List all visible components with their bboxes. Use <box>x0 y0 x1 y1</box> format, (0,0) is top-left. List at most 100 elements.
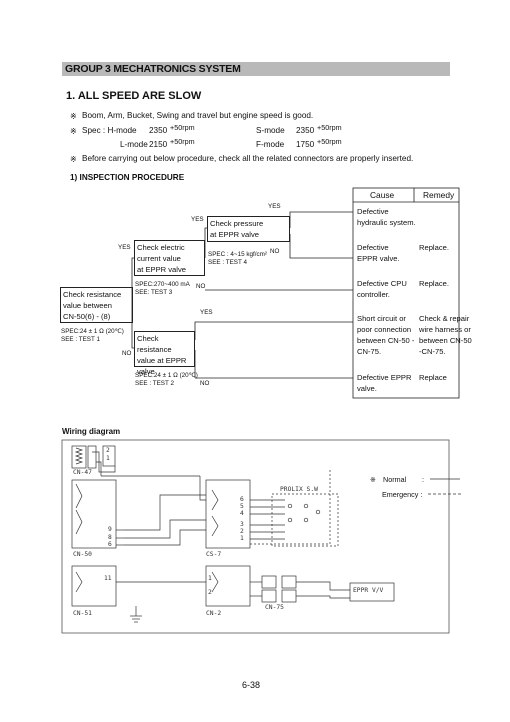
cn50-label: CN-50 <box>73 551 92 558</box>
procedure-title: 1) INSPECTION PROCEDURE <box>70 173 185 182</box>
cause-line: Short circuit or <box>357 314 406 323</box>
cause-line: CN-75. <box>357 347 382 356</box>
cn47-pin: 1 <box>106 455 110 462</box>
cs7-pin: 1 <box>240 535 244 542</box>
table-header-cause: Cause <box>370 190 395 200</box>
cause-line: valve. <box>357 384 377 393</box>
cs7-label: CS-7 <box>206 551 222 558</box>
spec-s-tol: +50rpm <box>317 123 342 132</box>
box-line: Check electric <box>137 243 185 252</box>
cs7-pin: 3 <box>240 521 244 528</box>
table-row-remedy: Check & repair wire harness or between C… <box>419 313 472 357</box>
legend-emergency: Emergency : <box>382 490 423 499</box>
box-line: Check pressure <box>210 219 264 228</box>
cn51-pin: 11 <box>104 575 112 582</box>
prolix-switch-label: PROLIX S.W <box>280 486 318 493</box>
spec-h-label: Spec : H-mode <box>82 126 137 135</box>
spec-h-tol: +50rpm <box>170 123 195 132</box>
cn2-pin: 1 <box>208 575 212 582</box>
note-line-3: Before carrying out below procedure, che… <box>82 154 414 163</box>
box-line: current value <box>137 254 181 263</box>
box-line: value between <box>63 301 112 310</box>
remedy-line: -CN-75. <box>419 347 446 356</box>
box-line: at EPPR valve <box>210 230 259 239</box>
remedy-line: wire harness or <box>419 325 471 334</box>
cause-line: Defective <box>357 243 389 252</box>
box-line: valve <box>137 367 155 376</box>
cs7-pin: 6 <box>240 496 244 503</box>
note-mark-2: ※ <box>70 127 77 136</box>
cn2-pin: 2 <box>208 589 212 596</box>
table-row-cause: Short circuit or poor connection between… <box>357 313 414 357</box>
table-row-remedy: Replace. <box>419 279 449 288</box>
cause-line: poor connection <box>357 325 412 334</box>
spec-line: SPEC : 4~15 kgf/cm² <box>208 251 267 258</box>
box-line: value at EPPR <box>137 356 187 365</box>
remedy-line: Check & repair <box>419 314 470 323</box>
cn50-pin: 8 <box>108 534 112 541</box>
cause-line: Defective EPPR <box>357 373 412 382</box>
spec-line: SEE : TEST 1 <box>61 336 100 343</box>
group-title: GROUP 3 MECHATRONICS SYSTEM <box>65 63 241 75</box>
spec-pressure: SPEC : 4~15 kgf/cm² SEE : TEST 4 <box>208 251 267 267</box>
table-row-cause: Defective CPU controller. <box>357 278 407 300</box>
check-pressure-box: Check pressure at EPPR valve <box>207 216 290 242</box>
cause-line: between CN-50 - <box>357 336 415 345</box>
box-line: Check resistance <box>63 290 122 299</box>
spec-main: SPEC:24 ± 1 Ω (20℃) SEE : TEST 1 <box>61 328 124 344</box>
spec-s-value: 2350 <box>296 126 315 135</box>
spec-line: SPEC:24 ± 1 Ω (20℃) <box>61 328 124 335</box>
note-line-1: Boom, Arm, Bucket, Swing and travel but … <box>82 111 314 120</box>
cs7-pin: 5 <box>240 503 244 510</box>
remedy-line: between CN-50 <box>419 336 472 345</box>
cause-line: Defective <box>357 207 389 216</box>
cn47-label: CN-47 <box>73 469 92 476</box>
section-title: 1. ALL SPEED ARE SLOW <box>66 90 202 102</box>
no-label: NO <box>196 283 206 290</box>
spec-l-label: L-mode <box>120 140 148 149</box>
table-row-remedy: Replace. <box>419 243 449 252</box>
page-number: 6-38 <box>242 680 261 690</box>
spec-f-label: F-mode <box>256 140 285 149</box>
cs7-pin: 2 <box>240 528 244 535</box>
spec-f-value: 1750 <box>296 140 315 149</box>
yes-label: YES <box>118 244 131 251</box>
legend-colon: : <box>422 475 424 484</box>
legend-normal: Normal <box>383 475 407 484</box>
wiring-title: Wiring diagram <box>62 427 121 436</box>
cause-line: Defective CPU <box>357 279 407 288</box>
cause-line: EPPR valve. <box>357 254 400 263</box>
spec-s-label: S-mode <box>256 126 285 135</box>
check-resistance-cn50-box: Check resistance value between CN-50(6) … <box>60 287 133 323</box>
spec-f-tol: +50rpm <box>317 137 342 146</box>
no-label: NO <box>270 248 280 255</box>
cn75-label: CN-75 <box>265 604 284 611</box>
eppr-valve-label: EPPR V/V <box>353 587 384 594</box>
spec-line: SEE : TEST 2 <box>135 380 174 387</box>
no-label: NO <box>200 380 210 387</box>
box-line: CN-50(6) - (8) <box>63 312 111 321</box>
legend-mark: ※ <box>370 475 377 484</box>
cause-line: hydraulic system. <box>357 218 416 227</box>
spec-current: SPEC:270~400 mA SEE: TEST 3 <box>135 281 190 297</box>
cs7-pin: 4 <box>240 510 244 517</box>
spec-line: SEE : TEST 4 <box>208 259 247 266</box>
cn51-label: CN-51 <box>73 610 92 617</box>
note-mark-1: ※ <box>70 112 77 121</box>
table-row-remedy: Replace <box>419 373 447 382</box>
check-resistance-eppr-box: Check resistance value at EPPR valve <box>134 331 195 376</box>
group-title-bar <box>62 62 450 76</box>
spec-h-value: 2350 <box>149 126 168 135</box>
cn47-pin: 2 <box>106 447 110 454</box>
yes-label: YES <box>191 216 204 223</box>
table-row-cause: Defective EPPR valve. <box>357 242 400 264</box>
box-line: at EPPR valve <box>137 265 186 274</box>
spec-l-tol: +50rpm <box>170 137 195 146</box>
yes-label: YES <box>200 309 213 316</box>
table-row-cause: Defective EPPR valve. <box>357 372 411 394</box>
no-label: NO <box>122 350 132 357</box>
spec-resistance: SPEC:24 ± 1 Ω (20℃) SEE : TEST 2 <box>135 372 198 388</box>
cn50-pin: 9 <box>108 526 112 533</box>
cn50-pin: 6 <box>108 541 112 548</box>
